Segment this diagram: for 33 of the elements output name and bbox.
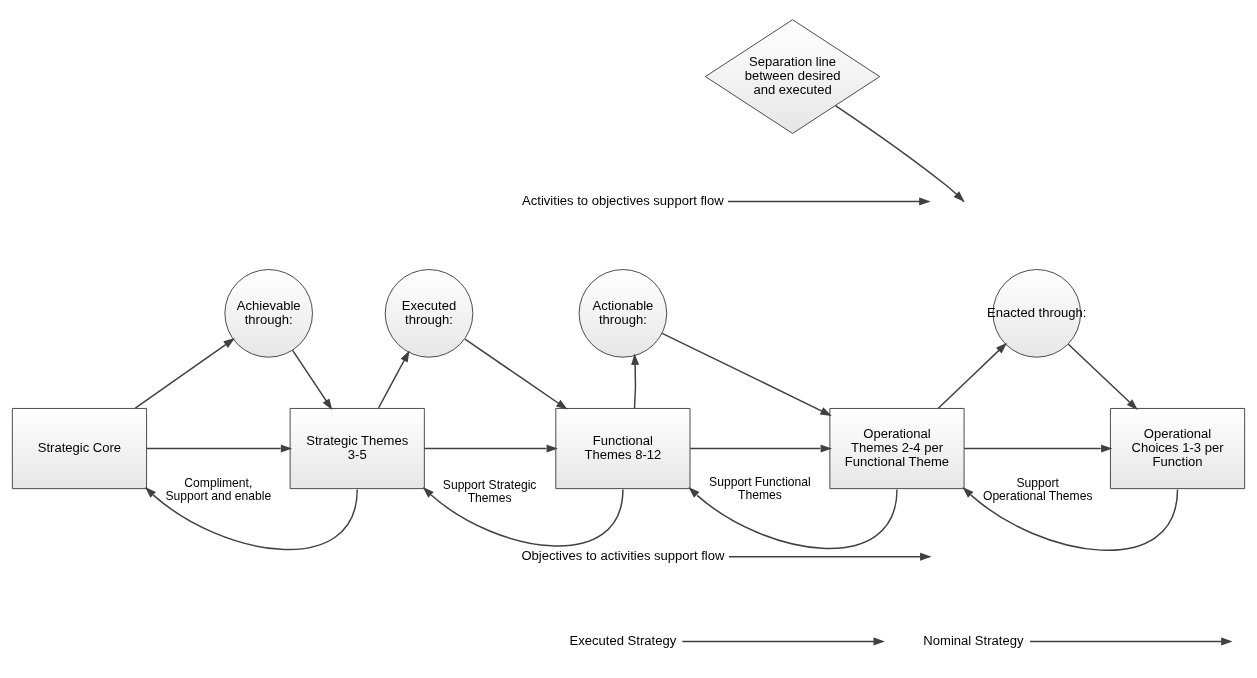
- node-box: Operational Choices 1-3 per Function: [1109, 408, 1246, 490]
- arrow: [423, 444, 558, 453]
- arrow: [134, 338, 235, 409]
- node-box: Operational Themes 2-4 per Functional Theme: [829, 408, 965, 490]
- edge-label: Support Operational Themes: [982, 476, 1093, 504]
- edge-label: Support Strategic Themes: [442, 477, 537, 506]
- arrow: [146, 444, 293, 453]
- edge-label: Support Functional Themes: [709, 475, 811, 503]
- node-circle: Actionable through:: [578, 269, 668, 358]
- node-text: Executed Strategy: [569, 632, 677, 648]
- arrow: [377, 350, 410, 409]
- node-box: Functional Themes 8-12: [555, 408, 691, 490]
- node-text: Nominal Strategy: [923, 632, 1024, 648]
- node-circle: Executed through:: [384, 269, 474, 358]
- arrow: [291, 349, 333, 411]
- node-box: Strategic Core: [11, 408, 148, 490]
- arrow: [144, 487, 358, 551]
- edge-label: Compliment, Support and enable: [165, 476, 272, 504]
- node-text: Objectives to activities support flow: [521, 548, 725, 564]
- arrow: [937, 342, 1008, 410]
- arrow: [1067, 343, 1138, 410]
- arrow: [962, 487, 1179, 551]
- arrow: [688, 487, 898, 549]
- arrow: [422, 487, 624, 547]
- arrow: [631, 353, 640, 409]
- node-text: Activities to objectives support flow: [522, 192, 724, 208]
- arrow: [661, 332, 832, 416]
- arrow: [963, 444, 1113, 453]
- node-diamond: Separation line between desired and executed: [704, 19, 881, 134]
- node-box: Strategic Themes 3-5: [289, 408, 425, 490]
- arrow: [728, 552, 932, 561]
- arrow: [464, 338, 568, 410]
- arrow: [689, 444, 832, 453]
